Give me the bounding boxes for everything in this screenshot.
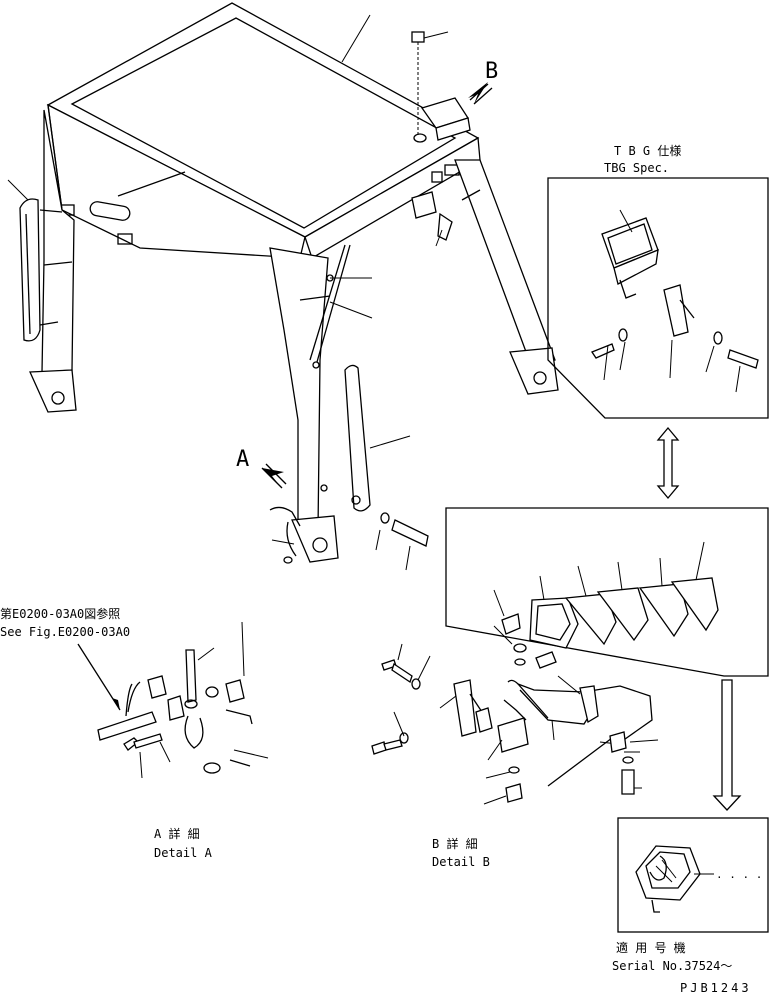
serial-en: Serial No.37524～ [612, 959, 732, 973]
leader-lines-main [7, 14, 449, 571]
double-arrow [656, 426, 680, 500]
serial-leader-dots: . . . . [716, 868, 762, 881]
canopy-frame [19, 2, 559, 564]
serial-box [617, 817, 769, 933]
view-label-a: A [236, 447, 249, 472]
detail-b-caption-en: Detail B [432, 855, 490, 869]
reference-en: See Fig.E0200-03A0 [0, 625, 130, 639]
view-label-b: B [485, 59, 498, 84]
detail-a [77, 621, 269, 779]
lamp-options-box [445, 507, 769, 677]
detail-b-caption-jp: B 詳 細 [432, 836, 478, 851]
down-arrow [712, 679, 742, 811]
detail-a-caption-en: Detail A [154, 846, 213, 860]
detail-b [371, 643, 659, 805]
tbg-spec-jp: T B G 仕様 [614, 144, 681, 158]
detail-a-caption-jp: A 詳 細 [154, 826, 200, 841]
tbg-spec-en: TBG Spec. [604, 161, 669, 175]
tbg-spec-box [547, 177, 769, 419]
drawing-code: PJB1243 [680, 981, 752, 995]
view-arrow-b [468, 82, 493, 105]
serial-jp: 適 用 号 機 [616, 940, 686, 955]
reference-jp: 第E0200-03A0図参照 [0, 606, 120, 621]
view-arrow-a [261, 463, 287, 489]
